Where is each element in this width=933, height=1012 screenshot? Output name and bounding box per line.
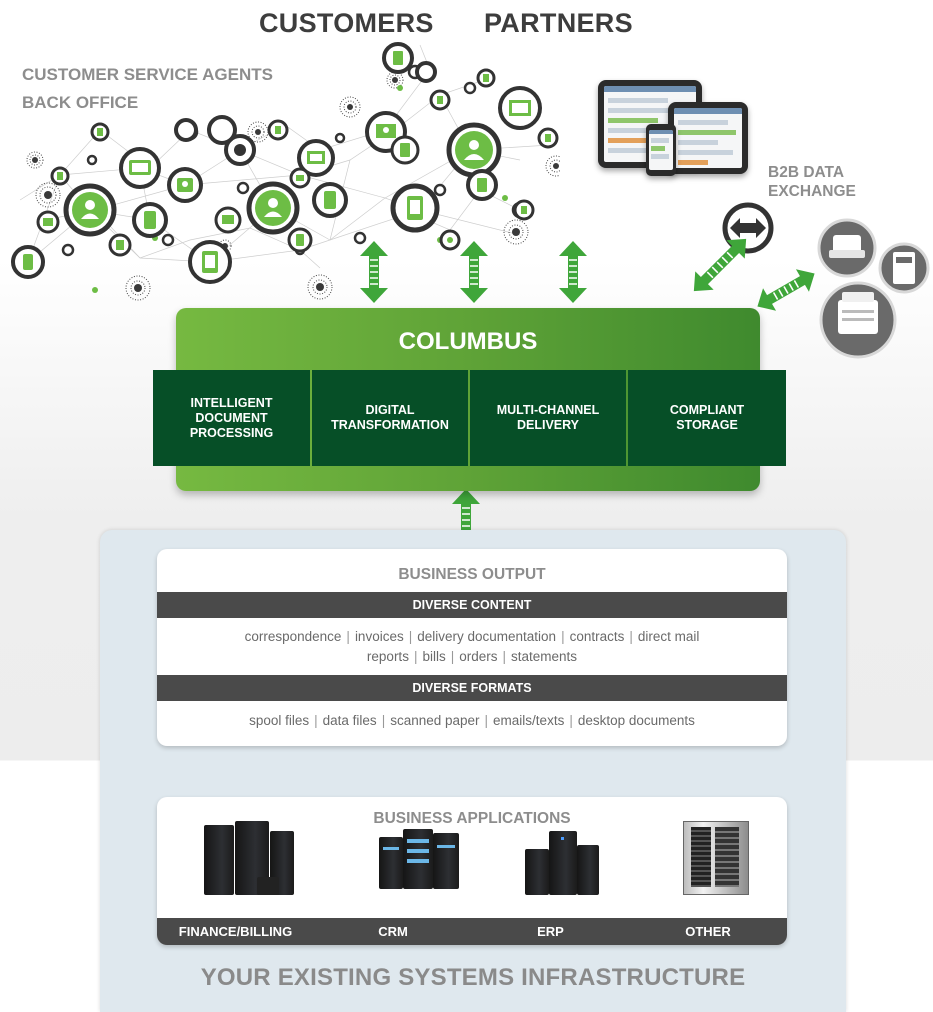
bidirectional-arrow-icon [722, 202, 774, 254]
business-output-card: BUSINESS OUTPUT DIVERSE CONTENT correspo… [157, 549, 787, 746]
module-intelligent-document-processing: INTELLIGENT DOCUMENT PROCESSING [153, 370, 310, 466]
partners-label: PARTNERS [484, 8, 633, 38]
app-crm: CRM [314, 918, 472, 945]
content-item: statements [511, 649, 578, 664]
b2b-label-line2: EXCHANGE [768, 183, 856, 200]
content-item: correspondence [244, 629, 342, 644]
business-applications-title: BUSINESS APPLICATIONS [373, 810, 571, 827]
format-item: desktop documents [577, 713, 695, 728]
app-other: OTHER [629, 918, 787, 945]
infrastructure-title: YOUR EXISTING SYSTEMS INFRASTRUCTURE [200, 964, 746, 991]
diverse-content-line2: reports|bills|orders|statements [366, 649, 578, 664]
content-item: invoices [354, 629, 404, 644]
content-item: reports [366, 649, 409, 664]
app-erp: ERP [472, 918, 629, 945]
module-label: MULTI-CHANNEL DELIVERY [496, 403, 600, 432]
content-item: contracts [569, 629, 625, 644]
customers-label: CUSTOMERS [259, 8, 434, 38]
module-label: DIGITAL TRANSFORMATION [331, 403, 449, 432]
content-item: direct mail [637, 629, 700, 644]
phone-icon [646, 124, 676, 176]
back-office-label: BACK OFFICE [22, 93, 139, 112]
user-network-illustration [11, 42, 560, 301]
printer-icon [817, 218, 877, 278]
tablet-icon [668, 102, 748, 174]
content-item: delivery documentation [417, 629, 557, 644]
business-applications-card: BUSINESS APPLICATIONS FINANCE/BILLING CR… [157, 797, 787, 945]
content-item: orders [459, 649, 498, 664]
module-label: COMPLIANT STORAGE [669, 403, 745, 432]
app-finance-billing: FINANCE/BILLING [157, 918, 314, 945]
format-item: data files [322, 713, 377, 728]
printer-icon [878, 242, 930, 294]
diverse-content-line1: correspondence|invoices|delivery documen… [244, 629, 700, 644]
b2b-exchange-illustration [722, 202, 930, 359]
module-compliant-storage: COMPLIANT STORAGE [628, 370, 786, 466]
format-item: emails/texts [493, 713, 565, 728]
diverse-formats-line: spool files|data files|scanned paper|ema… [249, 713, 695, 728]
diverse-formats-header: DIVERSE FORMATS [157, 675, 787, 701]
module-digital-transformation: DIGITAL TRANSFORMATION [312, 370, 468, 466]
arrow-up-down-icon [558, 240, 588, 304]
b2b-label-line1: B2B DATA [768, 164, 845, 181]
diverse-content-header: DIVERSE CONTENT [157, 592, 787, 618]
content-item: bills [422, 649, 446, 664]
module-label: INTELLIGENT DOCUMENT PROCESSING [189, 395, 274, 440]
columbus-title: COLUMBUS [398, 328, 538, 355]
business-output-title: BUSINESS OUTPUT [398, 566, 546, 583]
customer-service-agents-label: CUSTOMER SERVICE AGENTS [22, 65, 273, 84]
format-item: scanned paper [390, 713, 480, 728]
module-multi-channel-delivery: MULTI-CHANNEL DELIVERY [470, 370, 626, 466]
format-item: spool files [249, 713, 310, 728]
printer-icon [819, 281, 897, 359]
network-device-nodes [11, 42, 559, 284]
